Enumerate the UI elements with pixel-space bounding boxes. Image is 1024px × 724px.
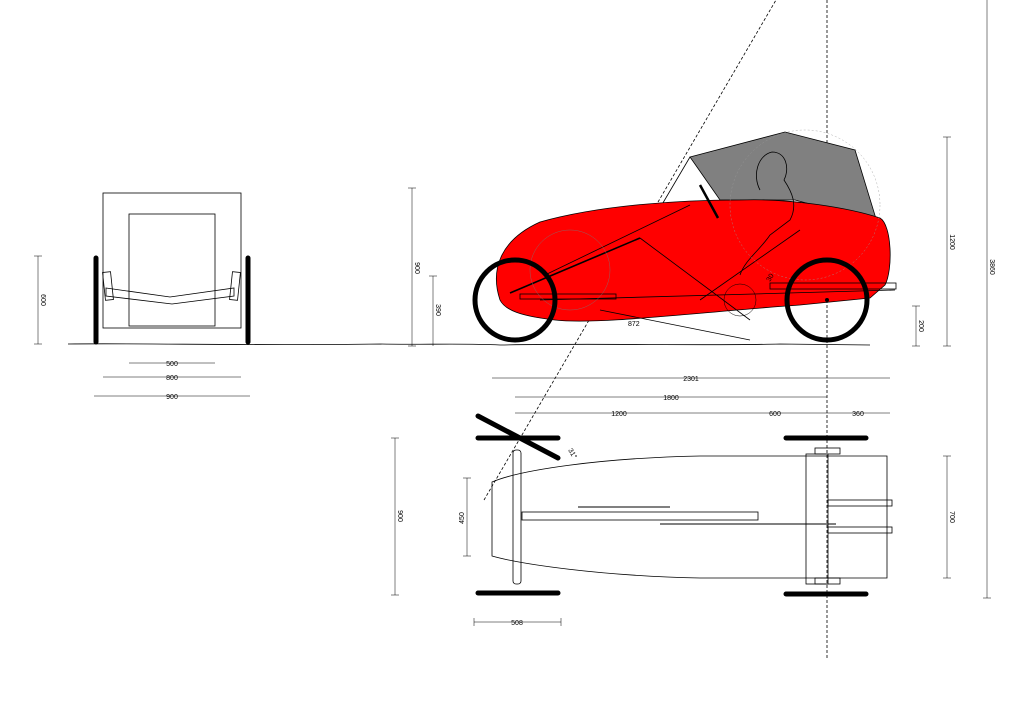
front-view-outer-frame [102,192,242,329]
sight-line-diagonal [483,0,777,501]
front-wheel [472,257,558,343]
top-view-body [491,455,888,579]
steering-angle-label: 31° [566,447,578,460]
body-height-label: 900 [413,262,420,274]
rider-outline [739,151,795,276]
front-track-outer-label: 900 [166,394,178,401]
rear-wheel [784,257,870,343]
crank-to-rear-label: 600 [769,411,781,418]
front-axle-tube [512,449,522,585]
rear-width-label: 700 [948,511,955,523]
front-view-axle [105,287,235,305]
front-track-mid-label: 800 [166,375,178,382]
steering-column [698,184,720,219]
side-boom-bar [519,293,617,300]
total-height-label: 1200 [948,234,955,250]
pedal-circle [723,283,757,317]
crank-arm [599,309,751,341]
side-view: 872 30 900 390 200 1200 3860 2301 1800 1… [408,0,995,660]
wheel-diameter-label: 508 [511,620,523,627]
front-view-right-hub [229,271,241,301]
front-track-label: 900 [396,510,403,522]
top-view: 31° 900 450 700 508 [391,413,955,627]
rear-boom [539,289,896,301]
wheelbase-label: 1800 [663,395,679,402]
ground-clearance-label: 200 [917,320,924,332]
frame-rear-tube [639,237,751,321]
rear-frame [805,453,829,585]
overall-length-label: 2301 [683,376,699,383]
front-view: 600 500 800 900 [34,192,251,401]
front-view-left-hub [102,271,114,301]
frame-seat-tube [699,229,801,301]
front-height-label: 600 [39,294,46,306]
crank-length-label: 872 [628,321,640,328]
front-view-inner-frame [128,213,216,327]
center-boom [521,511,759,521]
head-arc-circle [729,129,881,281]
rear-overhang-label: 360 [852,411,864,418]
overall-height-label: 3860 [988,259,995,275]
seat-angle-label: 30 [766,273,776,283]
ground-line [67,343,871,346]
rear-rack [769,282,897,290]
vehicle-body [496,199,891,322]
frame-main-tube [509,237,641,294]
front-to-crank-label: 1200 [611,411,627,418]
seat-height-label: 390 [434,304,441,316]
seat-arc-circle [529,229,611,311]
body-width-front-label: 450 [459,512,466,524]
top-front-left-wheel-steered [475,413,561,461]
frame-upper-tube [544,204,691,276]
front-track-inner-label: 500 [166,361,178,368]
